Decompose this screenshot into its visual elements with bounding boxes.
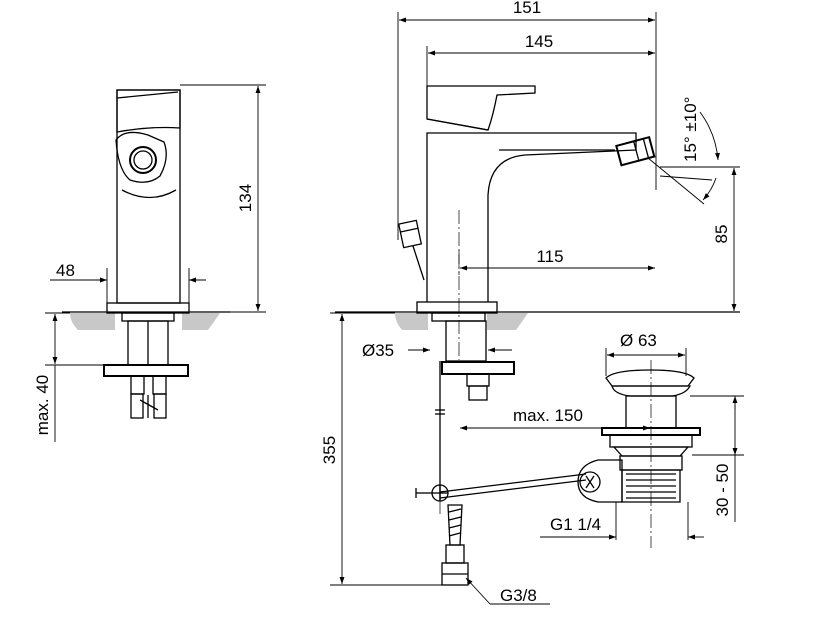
dim-angle: 15° ±10° xyxy=(681,97,700,162)
dim-85: 85 xyxy=(712,225,731,244)
dim-134: 134 xyxy=(236,184,255,212)
popup-knob xyxy=(397,219,423,249)
front-mounting-plate xyxy=(441,361,515,375)
dim-max-40: max. 40 xyxy=(33,375,52,435)
dim-dia-35: Ø35 xyxy=(362,341,394,360)
side-view: 134 48 max. 40 xyxy=(33,84,266,442)
dim-g38: G3/8 xyxy=(500,586,537,605)
dim-max-150: max. 150 xyxy=(513,406,583,425)
dim-115: 115 xyxy=(536,247,563,266)
dim-dia-63: Ø 63 xyxy=(620,331,657,350)
side-body xyxy=(116,89,181,304)
countertop-right-a xyxy=(395,313,428,330)
side-mounting-plate xyxy=(103,364,189,377)
waste-fitting xyxy=(577,360,701,548)
front-view: 151 145 115 85 15° ±10° 355 Ø35 max. 150 xyxy=(320,0,744,605)
dim-145: 145 xyxy=(525,32,553,51)
countertop-left-b xyxy=(182,313,220,330)
countertop-left-a xyxy=(70,313,115,330)
front-body xyxy=(426,132,637,302)
dim-30-50: 30 - 50 xyxy=(713,464,732,517)
dim-48: 48 xyxy=(56,261,75,280)
side-nozzle xyxy=(115,131,167,183)
dim-g1-14: G1 1/4 xyxy=(550,515,601,534)
countertop-right-b xyxy=(487,313,528,330)
bidet-nozzle xyxy=(615,135,656,167)
dim-151: 151 xyxy=(513,0,541,17)
dim-355: 355 xyxy=(320,436,339,464)
front-lever xyxy=(426,85,536,131)
